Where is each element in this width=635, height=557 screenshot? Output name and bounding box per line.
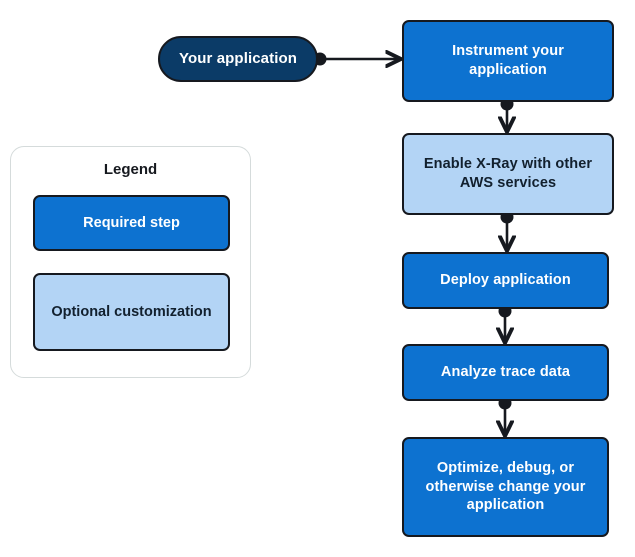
- legend: Legend Required step Optional customizat…: [10, 146, 251, 378]
- node-analyze-label: Analyze trace data: [440, 364, 571, 381]
- node-instrument-your-application[interactable]: Instrument your application: [402, 20, 614, 102]
- node-your-application-label: Your application: [179, 50, 297, 68]
- node-enable-xray-with-other-aws-services[interactable]: Enable X-Ray with other AWS services: [402, 133, 614, 215]
- node-deploy-application[interactable]: Deploy application: [402, 252, 609, 309]
- legend-item-optional-customization-label: Optional customization: [51, 303, 212, 320]
- legend-item-required-step-label: Required step: [83, 214, 180, 231]
- node-optimize-label: Optimize, debug, or otherwise change you…: [425, 459, 586, 514]
- legend-item-optional-customization: Optional customization: [33, 273, 230, 351]
- node-deploy-label: Deploy application: [440, 272, 571, 289]
- node-analyze-trace-data[interactable]: Analyze trace data: [402, 344, 609, 401]
- node-enable-xray-label: Enable X-Ray with other AWS services: [423, 156, 593, 191]
- legend-item-required-step: Required step: [33, 195, 230, 251]
- node-optimize-debug-change[interactable]: Optimize, debug, or otherwise change you…: [402, 437, 609, 537]
- node-your-application[interactable]: Your application: [158, 36, 318, 82]
- legend-title: Legend: [103, 161, 158, 178]
- node-instrument-label: Instrument your application: [452, 43, 564, 78]
